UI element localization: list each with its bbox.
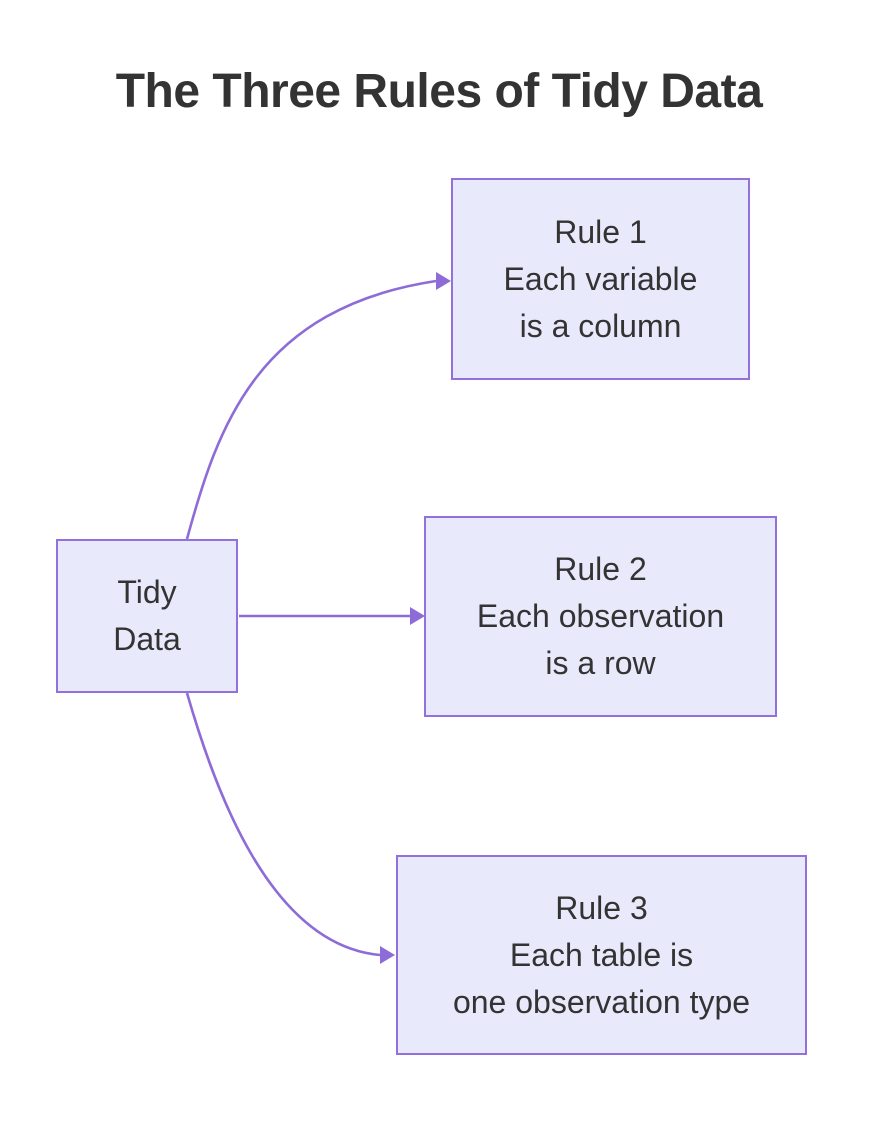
node-label-line: Rule 1 (554, 213, 647, 250)
node-label-line: one observation type (452, 983, 751, 1020)
node-label-line: Each variable (503, 260, 698, 297)
node-label-line: Rule 2 (554, 551, 647, 587)
edge-tidy-to-rule1 (185, 279, 437, 540)
node-label-line: is a row (545, 645, 656, 681)
edge-tidy-to-rule3 (185, 692, 381, 957)
arrowhead-rule3-icon (380, 946, 395, 964)
arrowhead-rule1-icon (436, 272, 451, 290)
node-label-line: Rule 3 (555, 889, 648, 926)
node-label-line: Data (113, 621, 181, 657)
arrowhead-rule2-icon (410, 607, 425, 625)
node-label-line: Each observation (476, 598, 725, 634)
diagram-title: The Three Rules of Tidy Data (115, 65, 763, 118)
node-label-line: is a column (519, 307, 682, 344)
node-rule-3: Rule 3 Each table is one observation typ… (396, 855, 807, 1055)
node-tidy-data: Tidy Data (56, 539, 238, 693)
node-rule-2: Rule 2 Each observation is a row (424, 516, 777, 717)
node-rule-1: Rule 1 Each variable is a column (451, 178, 750, 380)
node-label-line: Tidy (117, 574, 177, 610)
node-label-line: Each table is (509, 936, 694, 973)
